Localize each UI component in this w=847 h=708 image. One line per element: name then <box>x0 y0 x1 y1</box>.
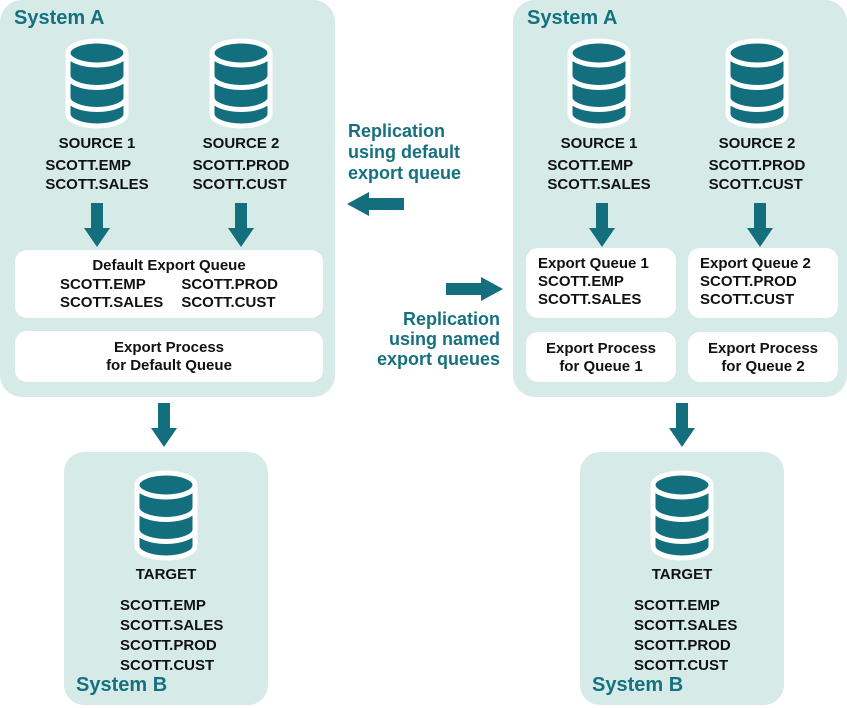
left-system-a-label: System A <box>14 7 105 29</box>
left-source-2: SOURCE 2 SCOTT.PROD SCOTT.CUST <box>171 38 311 194</box>
process-box-line: Export Process <box>545 340 657 357</box>
table-name: SCOTT.CUST <box>700 291 795 308</box>
right-system-b-label: System B <box>592 674 684 696</box>
label-line: Replication <box>402 309 500 329</box>
label-line: using named <box>388 329 500 349</box>
process-box-line: for Default Queue <box>106 357 232 374</box>
database-icon <box>61 38 133 130</box>
export-process-1-box: Export Process for Queue 1 <box>526 332 676 382</box>
left-system-b-label: System B <box>76 674 168 696</box>
default-export-queue-box: Default Export Queue SCOTT.EMP SCOTT.SAL… <box>15 250 323 318</box>
down-arrow-icon <box>589 203 615 247</box>
target-name: TARGET <box>135 566 197 583</box>
left-arrow-icon <box>347 192 404 216</box>
table-name: SCOTT.PROD <box>192 157 290 174</box>
table-name: SCOTT.EMP <box>59 276 146 293</box>
table-name: SCOTT.EMP <box>634 597 720 614</box>
right-source-1: SOURCE 1 SCOTT.EMP SCOTT.SALES <box>529 38 669 194</box>
database-icon <box>646 470 718 562</box>
table-name: SCOTT.EMP <box>538 273 624 290</box>
queue-box-tables: SCOTT.EMP SCOTT.SALES SCOTT.PROD SCOTT.C… <box>15 276 323 312</box>
down-arrow-icon <box>151 403 177 447</box>
table-name: SCOTT.CUST <box>181 294 276 311</box>
target-name: TARGET <box>651 566 713 583</box>
right-system-a-panel: System A SOURCE 1 SCOTT.EMP SCOTT.SALES … <box>513 0 847 397</box>
down-arrow-icon <box>84 203 110 247</box>
queue-box-title: Export Queue 2 <box>700 255 811 272</box>
table-name: SCOTT.PROD <box>120 637 217 654</box>
table-name: SCOTT.PROD <box>634 637 731 654</box>
table-name: SCOTT.SALES <box>59 294 164 311</box>
table-name: SCOTT.EMP <box>45 157 132 174</box>
table-name: SCOTT.SALES <box>634 617 738 634</box>
table-name: SCOTT.PROD <box>708 157 806 174</box>
process-box-line: Export Process <box>113 339 225 356</box>
target-tables: SCOTT.EMP SCOTT.SALES SCOTT.PROD SCOTT.C… <box>120 596 223 676</box>
table-name: SCOTT.CUST <box>192 176 287 193</box>
database-icon <box>721 38 793 130</box>
replication-named-label: Replication using named export queues <box>330 309 500 369</box>
export-process-2-box: Export Process for Queue 2 <box>688 332 838 382</box>
right-system-a-label: System A <box>527 7 618 29</box>
table-name: SCOTT.EMP <box>547 157 634 174</box>
source-name: SOURCE 2 <box>718 135 796 152</box>
down-arrow-icon <box>747 203 773 247</box>
right-source-2: SOURCE 2 SCOTT.PROD SCOTT.CUST <box>687 38 827 194</box>
source-tables: SCOTT.PROD SCOTT.CUST <box>193 156 290 194</box>
database-icon <box>130 470 202 562</box>
source-name: SOURCE 2 <box>202 135 280 152</box>
default-export-process-box: Export Process for Default Queue <box>15 331 323 382</box>
export-queue-1-box: Export Queue 1 SCOTT.EMP SCOTT.SALES <box>526 248 676 318</box>
source-tables: SCOTT.PROD SCOTT.CUST <box>709 156 806 194</box>
table-name: SCOTT.EMP <box>120 597 206 614</box>
table-name: SCOTT.PROD <box>181 276 279 293</box>
table-name: SCOTT.SALES <box>120 617 224 634</box>
source-tables: SCOTT.EMP SCOTT.SALES <box>547 156 650 194</box>
down-arrow-icon <box>669 403 695 447</box>
source-tables: SCOTT.EMP SCOTT.SALES <box>45 156 148 194</box>
process-box-line: for Queue 1 <box>559 358 643 375</box>
table-name: SCOTT.CUST <box>120 657 215 674</box>
process-box-line: Export Process <box>707 340 819 357</box>
replication-default-label: Replication using default export queue <box>348 121 518 184</box>
export-queue-2-box: Export Queue 2 SCOTT.PROD SCOTT.CUST <box>688 248 838 318</box>
down-arrow-icon <box>228 203 254 247</box>
table-name: SCOTT.CUST <box>708 176 803 193</box>
right-arrow-icon <box>446 277 503 301</box>
target-tables: SCOTT.EMP SCOTT.SALES SCOTT.PROD SCOTT.C… <box>634 596 737 676</box>
process-box-line: for Queue 2 <box>721 358 805 375</box>
label-line: export queues <box>376 349 500 369</box>
left-source-1: SOURCE 1 SCOTT.EMP SCOTT.SALES <box>27 38 167 194</box>
table-name: SCOTT.SALES <box>538 291 642 308</box>
source-name: SOURCE 1 <box>560 135 638 152</box>
table-name: SCOTT.SALES <box>547 176 651 193</box>
database-icon <box>205 38 277 130</box>
table-name: SCOTT.CUST <box>634 657 729 674</box>
label-line: Replication <box>348 121 446 141</box>
table-name: SCOTT.SALES <box>45 176 149 193</box>
left-system-b-panel: TARGET SCOTT.EMP SCOTT.SALES SCOTT.PROD … <box>64 452 268 705</box>
table-name: SCOTT.PROD <box>700 273 797 290</box>
database-icon <box>563 38 635 130</box>
queue-box-title: Export Queue 1 <box>538 255 649 272</box>
queue-box-title: Default Export Queue <box>92 257 246 274</box>
right-system-b-panel: TARGET SCOTT.EMP SCOTT.SALES SCOTT.PROD … <box>580 452 784 705</box>
label-line: export queue <box>348 163 462 183</box>
source-name: SOURCE 1 <box>58 135 136 152</box>
label-line: using default <box>348 142 460 162</box>
left-system-a-panel: System A SOURCE 1 SCOTT.EMP SCOTT.SALES … <box>0 0 335 397</box>
